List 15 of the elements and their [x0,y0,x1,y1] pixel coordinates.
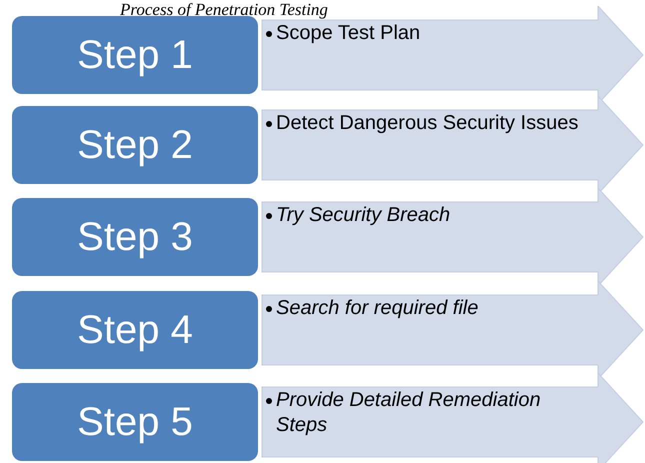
step-label: Step 1 [77,32,193,78]
step-label: Step 4 [77,308,193,352]
step-label: Step 2 [77,122,193,168]
step-label: Step 3 [77,214,193,260]
bullet-text: Detect Dangerous Security Issues [276,111,580,136]
bullet-text: Scope Test Plan [276,21,422,46]
step-label: Step 5 [77,400,193,444]
bullet-text: Provide Detailed Remediation Steps [276,388,542,438]
step-box [12,383,258,461]
bullet-text: Try Security Breach [276,203,452,228]
step-box [12,106,258,184]
step-box [12,291,258,369]
step-box [12,16,258,94]
step-box [12,198,258,276]
bullet-text: Search for required file [276,296,480,321]
